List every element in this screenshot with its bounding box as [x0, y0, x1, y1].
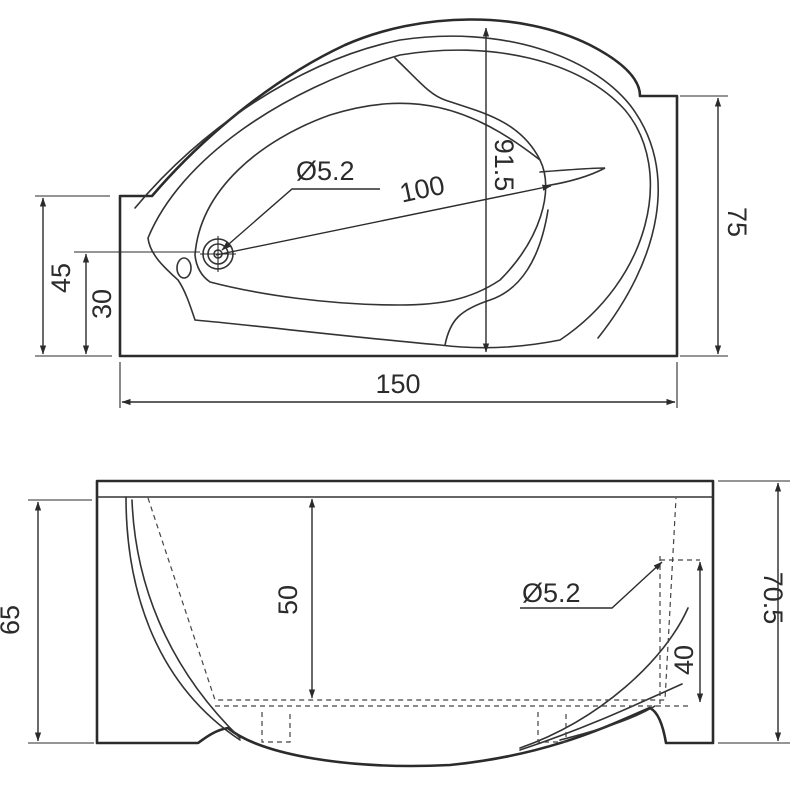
dim-label-150: 150 [375, 369, 420, 399]
side-basin-curve-right [519, 607, 689, 749]
dim-label-drain-top: Ø5.2 [296, 156, 355, 186]
dim-label-100: 100 [397, 170, 447, 209]
top-curve-lower [444, 209, 549, 346]
side-basin-curve-bottom [519, 683, 683, 751]
side-basin-curve-outer [125, 496, 241, 741]
side-basin-curve-bottom-2 [559, 705, 656, 741]
side-hidden-foot-left [261, 712, 291, 743]
overflow-slot [539, 167, 606, 187]
side-view: 65 70.5 50 40 Ø5.2 [0, 479, 790, 768]
leader-drain-top [221, 188, 380, 251]
top-rim-inner-line [134, 35, 659, 339]
dim-label-65: 65 [0, 605, 25, 635]
dim-label-40: 40 [669, 645, 699, 675]
side-hole [176, 257, 192, 279]
side-panel-outline [95, 479, 715, 768]
top-view: 150 75 45 30 100 91.5 Ø5.2 [35, 18, 752, 408]
dim-label-30: 30 [87, 289, 117, 319]
side-hidden-foot-right [537, 712, 567, 743]
dim-label-overflow-side: Ø5.2 [522, 578, 581, 608]
dim-label-75: 75 [722, 207, 752, 237]
side-hidden-overflow [659, 556, 700, 704]
side-basin-curve-inner [131, 499, 241, 739]
dim-label-45: 45 [46, 263, 76, 293]
dim-label-91-5: 91.5 [489, 139, 519, 192]
dim-label-70-5: 70.5 [758, 572, 788, 625]
top-inner-floor [194, 102, 547, 306]
side-hidden-inner-basin [147, 497, 677, 701]
dim-label-50: 50 [273, 585, 303, 615]
top-basin-outline [147, 49, 652, 349]
dim-line-100 [215, 184, 552, 256]
top-curve-upper [394, 57, 541, 161]
leader-overflow-side [520, 561, 663, 609]
